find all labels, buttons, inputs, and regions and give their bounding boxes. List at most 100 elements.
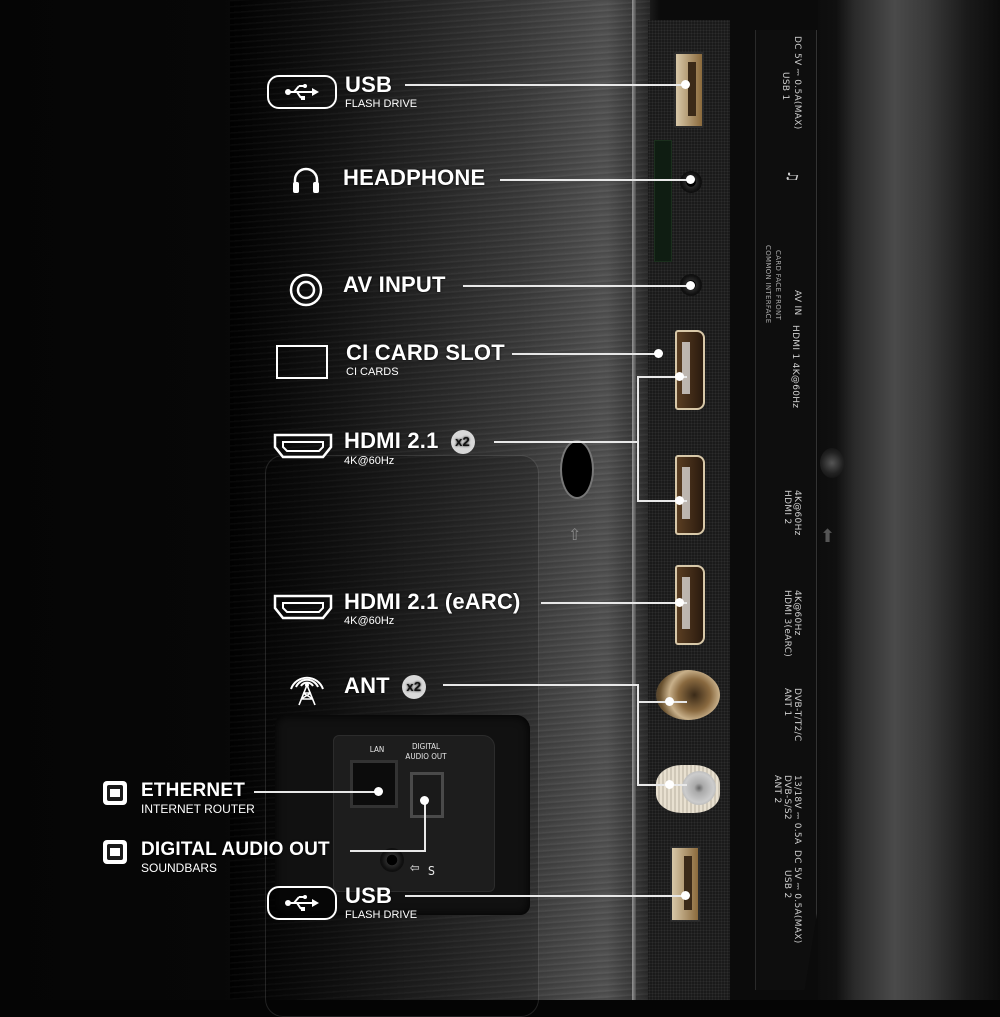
callout-line-hdmi-2 [637, 500, 687, 502]
callout-subtitle: 4K@60Hz [344, 455, 395, 468]
port-dot-hdmi1 [675, 372, 684, 381]
usb-port-2[interactable] [670, 846, 700, 922]
panel-seam [632, 0, 636, 1000]
screw-arrow-icon: ⇦ [410, 861, 420, 876]
ethernet-icon [103, 840, 127, 864]
optical-port[interactable] [410, 772, 444, 818]
silk-hdmi2: HDMI 2 [782, 490, 792, 525]
callout-line-hdmi-earc [541, 602, 687, 604]
callout-line-hdmi-split [637, 376, 639, 500]
callout-subtitle: 4K@60Hz [344, 615, 395, 627]
port-dot-ci [654, 349, 663, 358]
digital-label-2: AUDIO OUT [405, 752, 447, 761]
callout-line-digital-audio-v [424, 800, 426, 852]
silk-av-in: AV IN [792, 290, 802, 316]
callout-title: HEADPHONE [343, 165, 486, 190]
callout-subtitle: SOUNDBARS [141, 861, 218, 875]
screw-icon [820, 448, 844, 478]
port-dot-headphone [686, 175, 695, 184]
ci-slot-opening [654, 140, 672, 262]
silk-ant2-spec: DVB-S/S2 [782, 775, 792, 820]
callout-usb-top: USB FLASH DRIVE [267, 73, 417, 111]
usb-port-1[interactable] [674, 52, 704, 128]
silk-ant2-power: 13/18V ⎓ 0.5A [792, 775, 802, 845]
callout-ci-card-slot: CI CARD SLOT CI CARDS [276, 341, 505, 379]
callout-subtitle: FLASH DRIVE [345, 909, 418, 921]
callout-title: HDMI 2.1 (eARC) [344, 589, 521, 614]
callout-title: USB [345, 883, 393, 908]
callout-hdmi-earc: HDMI 2.1 (eARC) 4K@60Hz [272, 590, 521, 628]
headphone-icon [289, 166, 323, 194]
silk-hdmi1: HDMI 1 4K@60Hz [790, 325, 800, 409]
ethernet-icon [103, 781, 127, 805]
callout-subtitle: FLASH DRIVE [345, 98, 418, 110]
port-dot-hdmi2 [675, 496, 684, 505]
mount-hole [560, 440, 594, 499]
port-dot-lan [374, 787, 383, 796]
hdmi-port-1[interactable] [675, 330, 705, 410]
callout-headphone: HEADPHONE [289, 166, 485, 194]
lan-port[interactable] [350, 760, 398, 808]
silk-usb2: USB 2 [782, 870, 792, 899]
silk-hdmi3: HDMI 3(eARC) [782, 590, 792, 658]
silk-ant1-spec: DVB-T/T2/C [792, 688, 802, 742]
callout-line-hdmi [494, 441, 638, 443]
lan-label: LAN [369, 745, 385, 754]
silk-common-interface: COMMON INTERFACE [764, 245, 772, 324]
silk-ant2: ANT 2 [772, 775, 782, 804]
arrow-up-mark: ⇧ [568, 527, 582, 544]
antenna-port-2[interactable] [656, 765, 720, 813]
callout-line-ant [443, 684, 639, 686]
callout-line-ethernet [254, 791, 378, 793]
callout-line-ant-2 [637, 784, 687, 786]
callout-line-digital-audio [350, 850, 426, 852]
callout-usb-bottom: USB FLASH DRIVE [267, 884, 417, 922]
callout-av-input: AV INPUT [289, 273, 446, 307]
tv-chassis [818, 0, 1000, 1000]
callout-title: USB [345, 72, 393, 97]
port-dot-ant2 [665, 780, 674, 789]
callout-line-hdmi-1 [637, 376, 687, 378]
callout-subtitle: CI CARDS [346, 366, 399, 378]
quantity-badge: x2 [450, 430, 475, 455]
callout-line-ant-1 [637, 701, 687, 703]
callout-line-usb-top [405, 84, 685, 86]
hdmi-icon [272, 431, 334, 461]
quantity-badge: x2 [401, 675, 426, 700]
port-dot-optical [420, 796, 429, 805]
port-dot-hdmi3 [675, 598, 684, 607]
callout-ethernet: ETHERNET INTERNET ROUTER [103, 780, 255, 816]
callout-line-ant-split [637, 684, 639, 784]
port-dot-usb-bottom [681, 891, 690, 900]
callout-subtitle: INTERNET ROUTER [141, 802, 255, 816]
callout-digital-audio-out: DIGITAL AUDIO OUT SOUNDBARS [103, 839, 330, 875]
arrow-up-icon: ⬆ [820, 526, 836, 546]
callout-line-headphone [500, 179, 690, 181]
port-dot-usb-top [681, 80, 690, 89]
antenna-port-1[interactable] [656, 670, 720, 720]
silk-headphone-icon: ♫ [784, 170, 800, 183]
digital-label-1: DIGITAL [411, 742, 441, 751]
callout-title: DIGITAL AUDIO OUT [141, 839, 330, 860]
callout-title: AV INPUT [343, 272, 446, 297]
callout-title: CI CARD SLOT [346, 340, 505, 365]
silk-hdmi2-spec: 4K@60Hz [792, 490, 802, 536]
silk-usb1: USB 1 [780, 72, 790, 101]
port-dot-ant1 [665, 697, 674, 706]
usb-icon [267, 75, 337, 109]
silk-ant1: ANT 1 [782, 688, 792, 717]
hdmi-port-2[interactable] [675, 455, 705, 535]
port-dot-av [686, 281, 695, 290]
callout-title: ETHERNET [141, 780, 245, 801]
usb-icon [267, 886, 337, 920]
silkscreen-label-strip [755, 30, 817, 990]
ci-card-icon [276, 345, 328, 379]
silk-usb1-power: DC 5V ⎓ 0.5A(MAX) [792, 36, 802, 130]
av-input-icon [289, 273, 323, 307]
callout-line-av [463, 285, 688, 287]
screw-mark: S [428, 864, 435, 878]
inset-screw [380, 848, 404, 872]
